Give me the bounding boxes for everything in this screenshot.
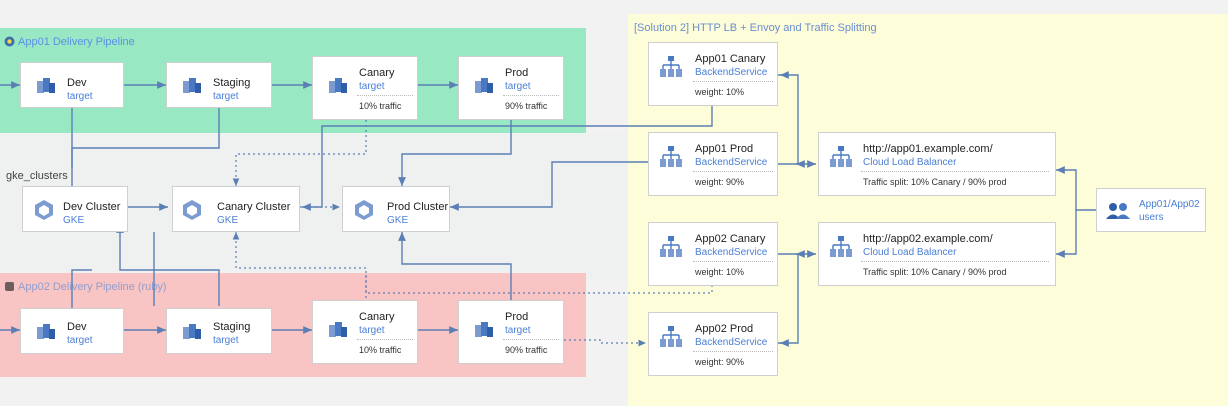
backend-service-icon [660,326,682,347]
deploy-icon [37,324,55,339]
app02-dev-target[interactable]: Dev target [20,308,124,354]
node-title: Dev Cluster [63,201,121,213]
node-subtitle: target [505,81,531,92]
users-node[interactable]: App01/App02 users [1096,188,1206,232]
node-subtitle: GKE [217,215,239,226]
node-subtitle: target [359,81,385,92]
separator [693,351,773,352]
separator [693,81,773,82]
node-title: Canary Cluster [217,201,291,213]
app01-prod-target[interactable]: Prod target 90% traffic [458,56,564,120]
node-title: Prod [505,67,529,79]
node-subtitle: GKE [63,215,85,226]
prod-cluster[interactable]: Prod Cluster GKE [342,186,450,232]
node-title: Canary [359,67,395,79]
app01-zone-title: App01 Delivery Pipeline [4,36,135,48]
separator [357,95,413,96]
deploy-icon [329,78,347,93]
node-detail: Traffic split: 10% Canary / 90% prod [863,267,1007,277]
node-detail: weight: 90% [695,177,745,187]
node-subtitle: GKE [387,215,409,226]
deploy-icon [183,324,201,339]
backend-service-icon [660,236,682,257]
gke-icon [35,200,53,220]
node-subtitle: BackendService [695,247,768,258]
node-subtitle: users [1139,212,1164,223]
separator [503,339,559,340]
node-title: App01 Canary [695,53,766,65]
node-detail: weight: 90% [695,357,745,367]
separator [503,95,559,96]
canary-cluster[interactable]: Canary Cluster GKE [172,186,300,232]
node-detail: 90% traffic [505,345,548,355]
separator [861,261,1049,262]
deploy-icon [475,322,493,337]
node-title: App01 Prod [695,143,754,155]
gke-icon [355,200,373,220]
backend-service-icon [660,146,682,167]
app02-prod-target[interactable]: Prod target 90% traffic [458,300,564,364]
separator [693,171,773,172]
node-title: http://app01.example.com/ [863,143,993,155]
app01-staging-target[interactable]: Staging target [166,62,272,108]
node-title: Prod Cluster [387,201,449,213]
node-subtitle: target [213,91,239,102]
app02-staging-target[interactable]: Staging target [166,308,272,354]
node-title: Dev [67,321,87,333]
app02-load-balancer[interactable]: http://app02.example.com/ Cloud Load Bal… [818,222,1056,286]
app01-canary-backend[interactable]: App01 Canary BackendService weight: 10% [648,42,778,106]
node-subtitle: target [359,325,385,336]
node-subtitle: BackendService [695,337,768,348]
app02-canary-backend[interactable]: App02 Canary BackendService weight: 10% [648,222,778,286]
node-subtitle: BackendService [695,67,768,78]
ruby-icon [5,282,14,291]
node-subtitle: target [67,335,93,346]
node-subtitle: target [213,335,239,346]
node-title: App02 Canary [695,233,766,245]
node-title: App01/App02 [1139,199,1200,210]
node-subtitle: Cloud Load Balancer [863,157,957,168]
node-detail: 10% traffic [359,345,402,355]
load-balancer-icon [830,146,852,167]
node-title: App02 Prod [695,323,754,335]
app01-dev-target[interactable]: Dev target [20,62,124,108]
node-title: http://app02.example.com/ [863,233,993,245]
load-balancer-icon [830,236,852,257]
separator [861,171,1049,172]
node-detail: weight: 10% [695,267,745,277]
python-icon [4,36,15,47]
node-detail: 90% traffic [505,101,548,111]
node-title: Staging [213,321,251,333]
backend-service-icon [660,56,682,77]
node-detail: weight: 10% [695,87,745,97]
separator [693,261,773,262]
app01-load-balancer[interactable]: http://app01.example.com/ Cloud Load Bal… [818,132,1056,196]
deploy-icon [183,78,201,93]
node-title: Prod [505,311,529,323]
users-icon [1106,203,1130,219]
app02-prod-backend[interactable]: App02 Prod BackendService weight: 90% [648,312,778,376]
node-title: Dev [67,77,87,89]
node-detail: 10% traffic [359,101,402,111]
deploy-icon [329,322,347,337]
gke-zone-title: gke_clusters [6,170,68,182]
gke-icon [183,200,201,220]
dev-cluster[interactable]: Dev Cluster GKE [22,186,128,232]
deploy-icon [475,78,493,93]
node-title: Canary [359,311,395,323]
node-title: Staging [213,77,251,89]
deploy-icon [37,78,55,93]
separator [357,339,413,340]
solution-zone-title: [Solution 2] HTTP LB + Envoy and Traffic… [634,22,877,34]
app02-zone-title: App02 Delivery Pipeline (ruby) [4,281,167,293]
app02-canary-target[interactable]: Canary target 10% traffic [312,300,418,364]
node-subtitle: target [67,91,93,102]
node-subtitle: target [505,325,531,336]
node-detail: Traffic split: 10% Canary / 90% prod [863,177,1007,187]
node-subtitle: Cloud Load Balancer [863,247,957,258]
node-subtitle: BackendService [695,157,768,168]
app01-canary-target[interactable]: Canary target 10% traffic [312,56,418,120]
app01-prod-backend[interactable]: App01 Prod BackendService weight: 90% [648,132,778,196]
